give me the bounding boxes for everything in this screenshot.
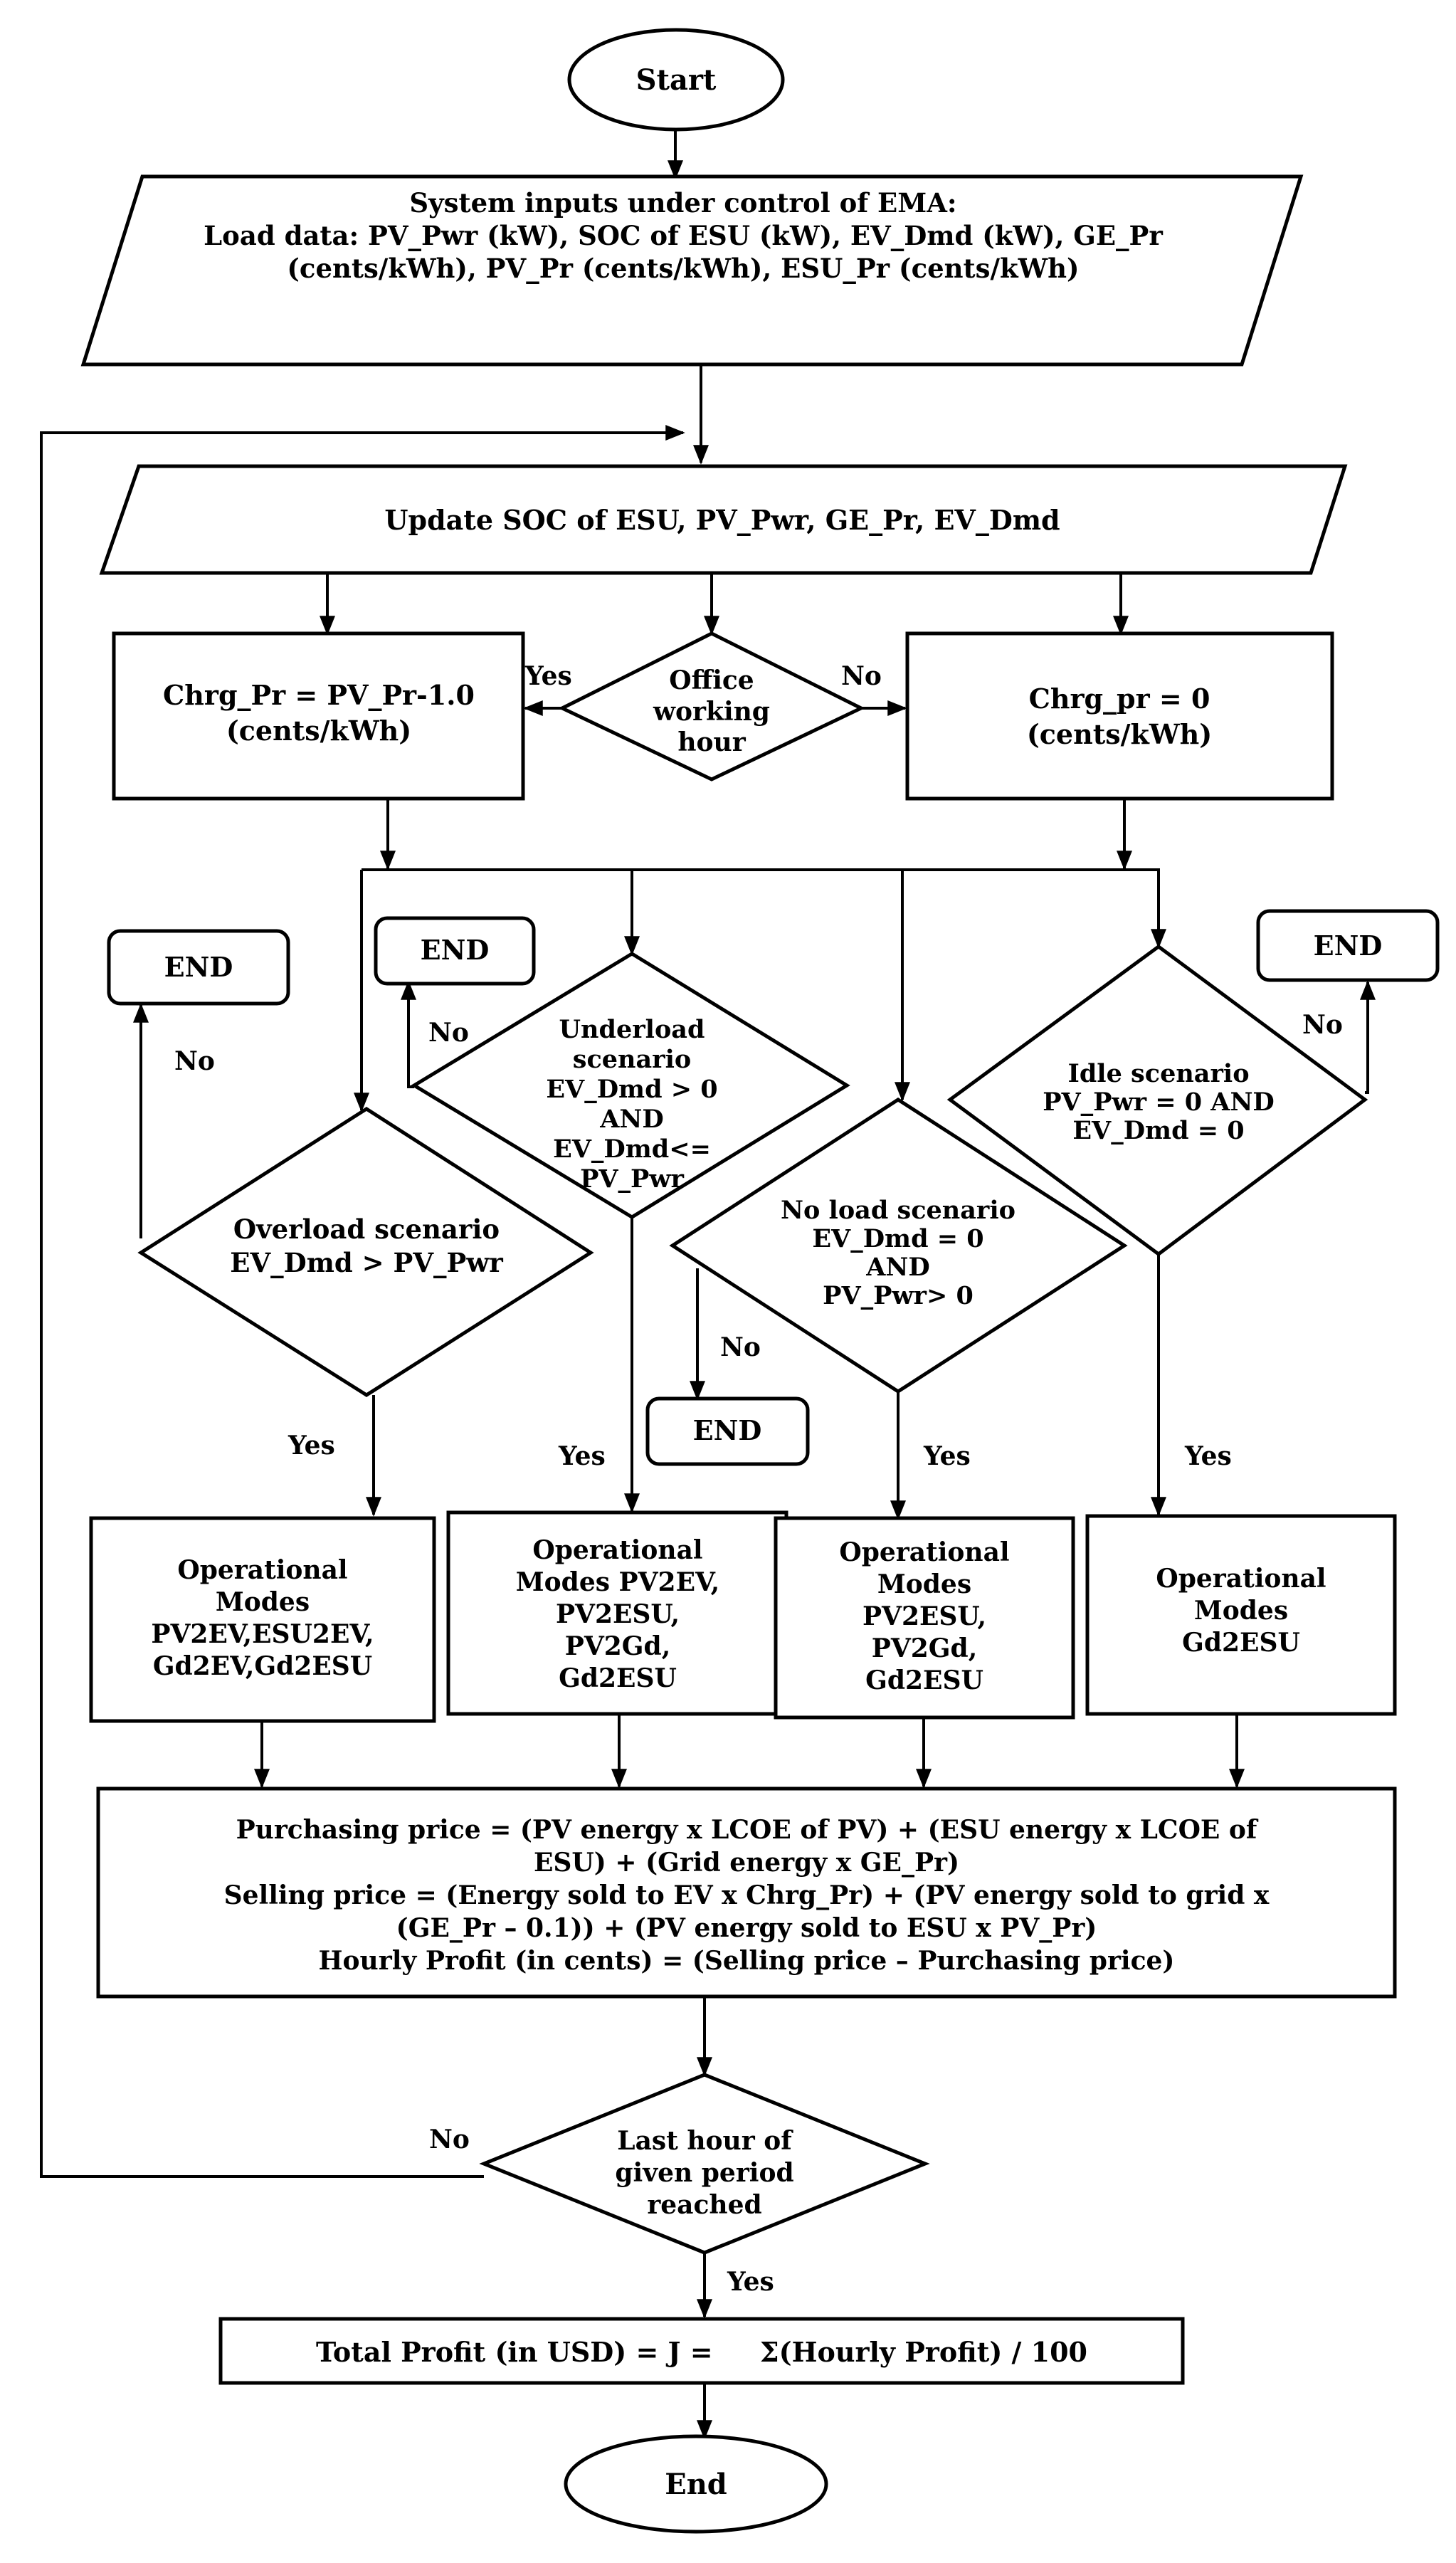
svg-text:Chrg_pr = 0: Chrg_pr = 0 — [1029, 683, 1210, 715]
svg-text:Purchasing price = (PV energy: Purchasing price = (PV energy x LCOE of … — [236, 1815, 1259, 1845]
svg-text:Modes: Modes — [877, 1569, 971, 1599]
svg-text:Gd2ESU: Gd2ESU — [559, 1663, 677, 1693]
svg-text:End: End — [665, 2468, 727, 2501]
operational-modes-1: Operational Modes PV2EV,ESU2EV, Gd2EV,Gd… — [89, 1516, 436, 1723]
connectors — [40, 130, 1376, 2440]
svg-text:EV_Dmd<=: EV_Dmd<= — [553, 1135, 711, 1164]
svg-text:(GE_Pr – 0.1)) + (PV energy so: (GE_Pr – 0.1)) + (PV energy sold to ESU … — [396, 1913, 1097, 1943]
svg-text:Modes: Modes — [1194, 1596, 1288, 1626]
svg-text:Start: Start — [636, 63, 717, 97]
svg-text:PV2ESU,: PV2ESU, — [862, 1601, 986, 1631]
svg-text:Load data: PV_Pwr (kW), SOC of: Load data: PV_Pwr (kW), SOC of ESU (kW),… — [204, 220, 1163, 251]
svg-text:AND: AND — [865, 1253, 930, 1282]
idle-no-label: No — [1302, 1010, 1343, 1040]
svg-text:Idle scenario: Idle scenario — [1067, 1059, 1249, 1088]
svg-text:END: END — [1314, 930, 1383, 962]
svg-text:(cents/kWh): (cents/kWh) — [226, 715, 411, 747]
operational-modes-2: Operational Modes PV2EV, PV2ESU, PV2Gd, … — [446, 1510, 788, 1716]
svg-text:EV_Dmd = 0: EV_Dmd = 0 — [1072, 1116, 1244, 1145]
start-terminal: Start — [567, 28, 785, 132]
pricing-box: Purchasing price = (PV energy x LCOE of … — [96, 1786, 1397, 1999]
end-box-3: END — [1256, 909, 1440, 982]
svg-text:Total Profit (in USD) = J =: Total Profit (in USD) = J = Σ(Hourly Pro… — [316, 2336, 1087, 2368]
underload-yes-label: Yes — [558, 1441, 606, 1471]
office-yes-label: Yes — [524, 661, 572, 691]
svg-text:Update SOC of ESU, PV_Pwr, GE_: Update SOC of ESU, PV_Pwr, GE_Pr, EV_Dmd — [384, 504, 1060, 536]
noload-no-label: No — [720, 1332, 761, 1362]
svg-text:scenario: scenario — [573, 1045, 692, 1074]
svg-text:EV_Dmd > 0: EV_Dmd > 0 — [546, 1075, 717, 1104]
update-box: Update SOC of ESU, PV_Pwr, GE_Pr, EV_Dmd — [99, 464, 1348, 575]
svg-text:Selling price = (Energy sold t: Selling price = (Energy sold to EV x Chr… — [224, 1880, 1270, 1910]
end-box-2: END — [374, 916, 536, 986]
svg-text:hour: hour — [677, 727, 746, 757]
overload-decision: Overload scenario EV_Dmd > PV_Pwr — [137, 1107, 594, 1397]
svg-text:reached: reached — [647, 2190, 761, 2220]
noload-yes-label: Yes — [923, 1441, 971, 1471]
arrow-idle-no — [1360, 980, 1376, 1094]
underload-decision: Underload scenario EV_Dmd > 0 AND EV_Dmd… — [411, 952, 850, 1219]
svg-text:EV_Dmd > PV_Pwr: EV_Dmd > PV_Pwr — [230, 1247, 503, 1278]
svg-text:(cents/kWh), PV_Pr (cents/kWh): (cents/kWh), PV_Pr (cents/kWh), ESU_Pr (… — [287, 253, 1079, 284]
svg-text:PV2Gd,: PV2Gd, — [565, 1631, 671, 1661]
svg-text:System inputs under control of: System inputs under control of EMA: — [409, 187, 956, 219]
overload-yes-label: Yes — [287, 1431, 335, 1461]
svg-text:Operational: Operational — [1156, 1564, 1326, 1594]
svg-text:AND: AND — [599, 1105, 664, 1134]
charge-price-yes-box: Chrg_Pr = PV_Pr-1.0 (cents/kWh) — [112, 631, 525, 801]
idle-decision: Idle scenario PV_Pwr = 0 AND EV_Dmd = 0 — [946, 944, 1368, 1257]
svg-text:Operational: Operational — [532, 1535, 702, 1565]
office-no-label: No — [841, 661, 882, 691]
loop-back-line — [40, 425, 685, 2178]
end-box-4: END — [645, 1396, 810, 1466]
svg-text:PV_Pwr: PV_Pwr — [580, 1164, 684, 1194]
svg-text:Office: Office — [669, 665, 754, 695]
svg-text:PV2EV,ESU2EV,: PV2EV,ESU2EV, — [151, 1619, 374, 1649]
svg-text:given period: given period — [615, 2158, 793, 2188]
svg-text:Gd2EV,Gd2ESU: Gd2EV,Gd2ESU — [153, 1651, 372, 1681]
overload-no-label: No — [174, 1046, 215, 1076]
svg-text:END: END — [164, 951, 233, 983]
svg-text:Operational: Operational — [177, 1555, 347, 1585]
end-terminal: End — [564, 2434, 828, 2534]
operational-modes-4: Operational Modes Gd2ESU — [1085, 1514, 1397, 1716]
svg-text:Gd2ESU: Gd2ESU — [865, 1665, 983, 1695]
svg-text:EV_Dmd = 0: EV_Dmd = 0 — [812, 1224, 983, 1253]
svg-text:Underload: Underload — [559, 1015, 705, 1044]
idle-yes-label: Yes — [1184, 1441, 1232, 1471]
svg-text:PV2Gd,: PV2Gd, — [872, 1633, 978, 1663]
svg-text:(cents/kWh): (cents/kWh) — [1027, 718, 1212, 750]
noload-decision: No load scenario EV_Dmd = 0 AND PV_Pwr> … — [669, 1098, 1128, 1394]
svg-text:Operational: Operational — [839, 1537, 1009, 1567]
svg-text:working: working — [653, 697, 770, 727]
svg-text:Chrg_Pr = PV_Pr-1.0: Chrg_Pr = PV_Pr-1.0 — [163, 679, 475, 711]
svg-text:PV2ESU,: PV2ESU, — [556, 1599, 680, 1629]
svg-text:No load scenario: No load scenario — [781, 1196, 1015, 1225]
office-hour-decision: Office working hour — [558, 631, 865, 781]
svg-text:END: END — [693, 1414, 762, 1446]
operational-modes-3: Operational Modes PV2ESU, PV2Gd, Gd2ESU — [774, 1516, 1075, 1720]
branch-labels: Yes No No No No No Yes Yes Yes Yes No Ye… — [174, 661, 1343, 2297]
total-profit-box: Total Profit (in USD) = J = Σ(Hourly Pro… — [218, 2317, 1185, 2385]
svg-text:PV_Pwr = 0 AND: PV_Pwr = 0 AND — [1043, 1088, 1275, 1117]
svg-text:Gd2ESU: Gd2ESU — [1182, 1628, 1300, 1658]
last-hour-decision: Last hour of given period reached — [479, 2073, 930, 2255]
svg-text:Hourly Profit (in cents) = (Se: Hourly Profit (in cents) = (Selling pric… — [319, 1946, 1175, 1976]
system-inputs-box: System inputs under control of EMA: Load… — [80, 174, 1304, 367]
svg-text:PV_Pwr> 0: PV_Pwr> 0 — [823, 1281, 974, 1310]
end-box-1: END — [107, 929, 290, 1006]
svg-text:Last hour of: Last hour of — [617, 2126, 793, 2156]
charge-price-no-box: Chrg_pr = 0 (cents/kWh) — [905, 631, 1334, 801]
last-hour-no-label: No — [429, 2125, 470, 2154]
underload-no-label: No — [428, 1018, 469, 1048]
svg-text:Modes: Modes — [216, 1587, 310, 1617]
svg-text:Modes PV2EV,: Modes PV2EV, — [516, 1567, 719, 1597]
last-hour-yes-label: Yes — [727, 2267, 774, 2297]
svg-text:ESU) + (Grid energy x GE_Pr): ESU) + (Grid energy x GE_Pr) — [534, 1848, 959, 1878]
svg-text:END: END — [421, 934, 490, 966]
svg-text:Overload scenario: Overload scenario — [233, 1214, 500, 1245]
arrow-underload-no — [401, 980, 416, 1088]
